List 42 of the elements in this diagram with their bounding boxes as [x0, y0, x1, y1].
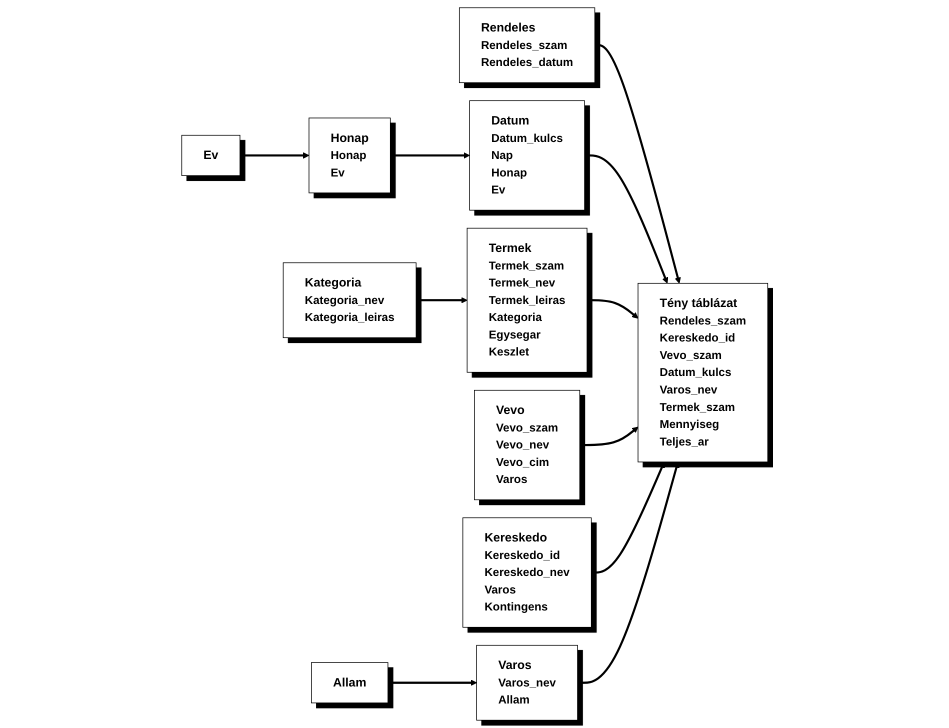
table-box: Kategoria Kategoria_nev Kategoria_leiras [282, 262, 416, 338]
node-label: Rendeles_szam [659, 315, 746, 328]
table-box: Varos Varos_nev Allam [476, 644, 578, 721]
node-label: Termek_leiras [488, 294, 566, 307]
node-label: Vevo_cim [496, 456, 549, 469]
node-label: Mennyiseg [659, 418, 719, 431]
table-box: Allam [310, 662, 388, 704]
node-label: Ev [490, 184, 506, 197]
node-label: Varos_nev [659, 384, 718, 396]
node-label: Kereskedo_nev [484, 566, 570, 580]
node-label: Vevo [496, 403, 524, 417]
node-label: Egysegar [488, 329, 540, 342]
table-box: Kereskedo Kereskedo_id Kereskedo_nev Varos Kontingens [462, 517, 592, 628]
node-label: Varos [496, 474, 528, 486]
table-box: Rendeles Rendeles_szam Rendeles_datum [458, 7, 595, 84]
node-label: Datum_kulcs [659, 366, 732, 380]
node-label: Kontingens [484, 601, 548, 614]
table-box: Vevo Vevo_szam Vevo_nev Vevo_cim Varos [474, 390, 580, 500]
node-label: Termek_szam [659, 401, 735, 414]
node-label: Keszlet [488, 346, 529, 359]
node-label: Vevo_szam [659, 350, 722, 362]
node-label: Datum [490, 114, 530, 128]
table-box: Termek Termek_szam Termek_nev Termek_leiras Kategoria Egysegar Keszlet [466, 228, 588, 373]
node-label: Datum_kulcs [490, 132, 563, 145]
node-label: Kategoria [488, 312, 542, 324]
node-label: Termek_szam [488, 260, 564, 272]
node-label: Termek [488, 241, 532, 255]
table-box: Honap Honap Ev [308, 118, 390, 194]
node-label: Kereskedo_id [484, 549, 560, 562]
node-label: Teljes_ar [659, 436, 709, 448]
node-label: Vevo_nev [496, 439, 549, 452]
node-label: Nap [490, 150, 513, 162]
table-box: Tény táblázat Rendeles_szam Kereskedo_id Vevo_szam Datum_kulcs Varos_nev Termek_szam Mennyiseg Teljes_ar [637, 282, 768, 462]
node-label: Termek_nev [488, 277, 555, 290]
node-label: Vevo_szam [496, 422, 558, 434]
table-box: Datum Datum_kulcs Nap Honap Ev [468, 100, 585, 211]
node-label: Tény táblázat [659, 296, 737, 310]
table-box: Ev [181, 134, 240, 176]
node-label: Honap [490, 166, 527, 180]
node-label: Kereskedo_id [659, 332, 735, 345]
node-label: Kereskedo [484, 530, 547, 544]
node-label: Varos [484, 584, 516, 596]
